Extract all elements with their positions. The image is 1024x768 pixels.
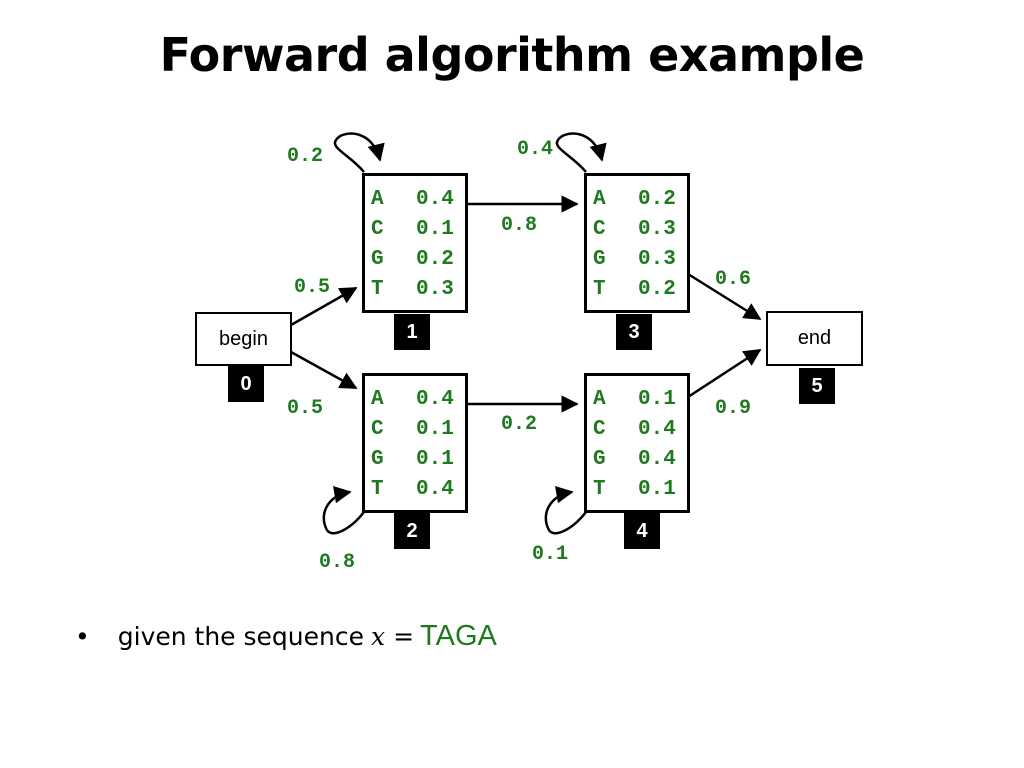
- emission-prob: 0.2: [638, 188, 676, 211]
- state-index-5: 5: [799, 368, 835, 404]
- emission-symbol: T: [593, 478, 606, 501]
- emission-prob: 0.2: [638, 278, 676, 301]
- emission-row: T 0.2: [587, 278, 687, 308]
- emission-prob: 0.4: [416, 188, 454, 211]
- emission-row: A 0.4: [365, 188, 465, 218]
- arrow-4-to-end: [687, 348, 762, 399]
- bullet-marker: •: [75, 622, 90, 651]
- emission-prob: 0.1: [416, 418, 454, 441]
- arrow-begin-to-1: [290, 286, 358, 327]
- emission-row: C 0.1: [365, 218, 465, 248]
- self-loop-3: [555, 132, 607, 173]
- transition-label-self-2: 0.8: [319, 551, 356, 574]
- emission-symbol: T: [371, 478, 384, 501]
- emission-row: T 0.4: [365, 478, 465, 508]
- emission-row: C 0.1: [365, 418, 465, 448]
- emission-symbol: T: [371, 278, 384, 301]
- emission-symbol: C: [371, 218, 384, 241]
- emission-prob: 0.3: [416, 278, 454, 301]
- transition-label-self-4: 0.1: [532, 543, 569, 566]
- state-1: A 0.4 C 0.1 G 0.2 T 0.3: [362, 173, 468, 313]
- emission-symbol: A: [593, 188, 606, 211]
- emission-row: A 0.4: [365, 388, 465, 418]
- arrow-begin-to-2: [290, 350, 358, 390]
- emission-row: C 0.3: [587, 218, 687, 248]
- emission-prob: 0.1: [416, 448, 454, 471]
- emission-prob: 0.4: [638, 418, 676, 441]
- transition-label-self-1: 0.2: [287, 145, 324, 168]
- arrow-3-to-end: [687, 272, 762, 321]
- slide-title: Forward algorithm example: [159, 28, 865, 82]
- emission-row: T 0.1: [587, 478, 687, 508]
- state-index-4: 4: [624, 513, 660, 549]
- state-4: A 0.1 C 0.4 G 0.4 T 0.1: [584, 373, 690, 513]
- transition-label-self-3: 0.4: [517, 138, 554, 161]
- self-loop-2: [322, 485, 365, 535]
- state-2: A 0.4 C 0.1 G 0.1 T 0.4: [362, 373, 468, 513]
- transition-label-begin-to-1: 0.5: [294, 276, 331, 299]
- emission-row: G 0.2: [365, 248, 465, 278]
- emission-row: G 0.4: [587, 448, 687, 478]
- bullet-text: given the sequence: [117, 622, 364, 651]
- state-index-1: 1: [394, 314, 430, 350]
- emission-prob: 0.1: [638, 478, 676, 501]
- emission-prob: 0.1: [638, 388, 676, 411]
- state-3: A 0.2 C 0.3 G 0.3 T 0.2: [584, 173, 690, 313]
- emission-symbol: A: [371, 188, 384, 211]
- self-loop-1: [333, 132, 385, 173]
- emission-row: A 0.2: [587, 188, 687, 218]
- emission-prob: 0.1: [416, 218, 454, 241]
- bullet-item: • given the sequence x = TAGA: [75, 620, 497, 653]
- self-loop-4: [544, 485, 587, 535]
- emission-row: A 0.1: [587, 388, 687, 418]
- state-index-0: 0: [228, 366, 264, 402]
- emission-symbol: C: [593, 418, 606, 441]
- bullet-variable: x: [370, 622, 386, 651]
- transition-label-begin-to-2: 0.5: [287, 397, 324, 420]
- end-label: end: [797, 327, 832, 349]
- emission-prob: 0.4: [638, 448, 676, 471]
- emission-symbol: G: [593, 248, 606, 271]
- emission-prob: 0.3: [638, 218, 676, 241]
- emission-symbol: A: [371, 388, 384, 411]
- end-state: end: [766, 311, 863, 366]
- emission-prob: 0.4: [416, 388, 454, 411]
- transition-label-4-to-end: 0.9: [715, 397, 752, 420]
- emission-symbol: C: [371, 418, 384, 441]
- emission-symbol: T: [593, 278, 606, 301]
- transition-label-3-to-end: 0.6: [715, 268, 752, 291]
- emission-symbol: G: [371, 248, 384, 271]
- state-index-3: 3: [616, 314, 652, 350]
- emission-prob: 0.4: [416, 478, 454, 501]
- transition-label-1-to-3: 0.8: [501, 214, 538, 237]
- state-index-2: 2: [394, 513, 430, 549]
- emission-prob: 0.2: [416, 248, 454, 271]
- emission-row: G 0.3: [587, 248, 687, 278]
- begin-label: begin: [219, 327, 268, 350]
- emission-row: C 0.4: [587, 418, 687, 448]
- begin-state: begin: [195, 312, 292, 366]
- sequence-value: TAGA: [420, 620, 497, 652]
- bullet-equals: =: [393, 622, 415, 651]
- emission-symbol: A: [593, 388, 606, 411]
- emission-symbol: G: [593, 448, 606, 471]
- emission-row: G 0.1: [365, 448, 465, 478]
- emission-row: T 0.3: [365, 278, 465, 308]
- emission-prob: 0.3: [638, 248, 676, 271]
- emission-symbol: G: [371, 448, 384, 471]
- emission-symbol: C: [593, 218, 606, 241]
- transition-label-2-to-4: 0.2: [501, 413, 538, 436]
